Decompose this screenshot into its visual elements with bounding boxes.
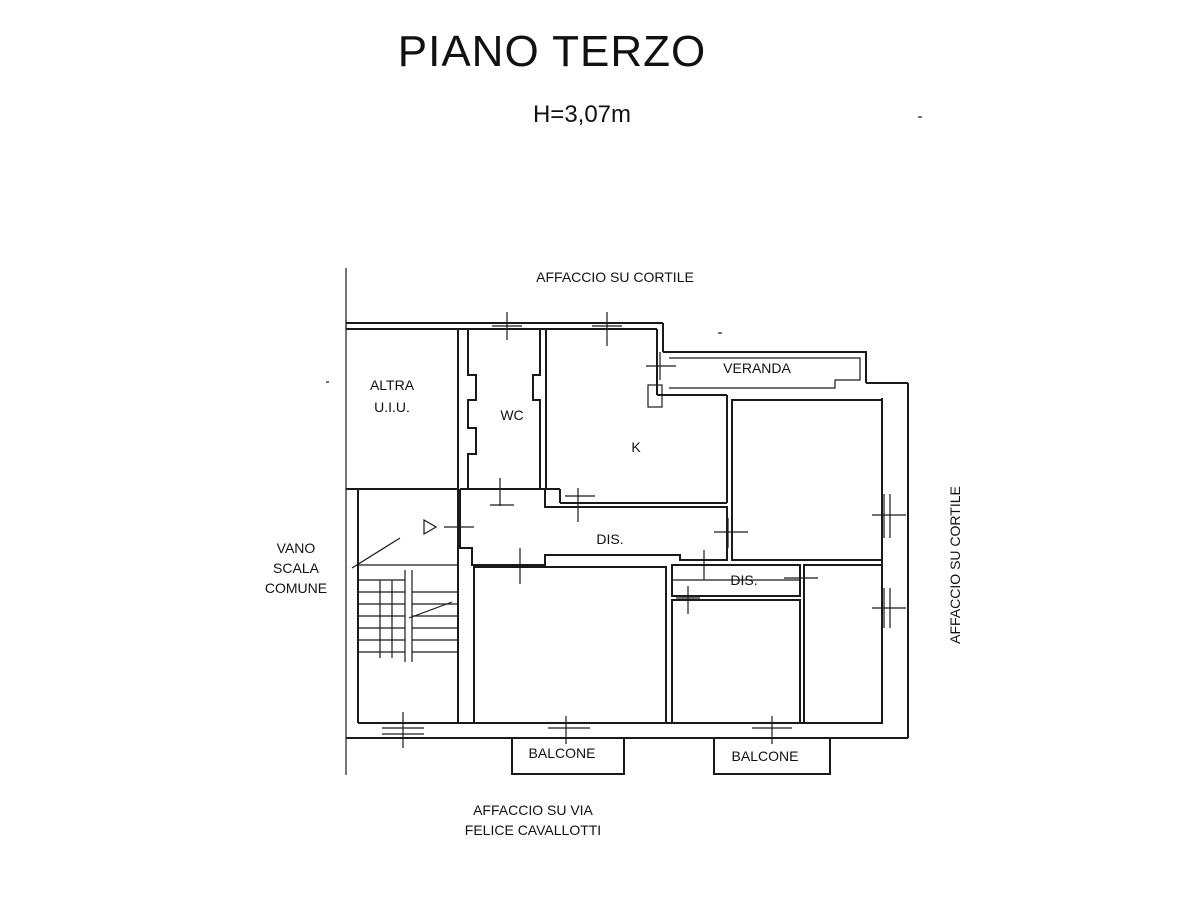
window-markers (382, 312, 906, 748)
scan-specks (326, 116, 922, 383)
balcone-right-label: BALCONE (732, 748, 799, 764)
altra-label-line1: ALTRA (370, 377, 415, 393)
window-marker (592, 312, 622, 346)
room-small-dis: DIS. (671, 564, 801, 597)
window-marker (690, 550, 720, 580)
room-bottom-middle (671, 599, 801, 724)
facing-bottom-label-line1: AFFACCIO SU VIA (473, 802, 593, 818)
window-marker (676, 586, 700, 614)
room-altra-uiu: ALTRA U.I.U. (346, 329, 459, 490)
window-marker (714, 518, 748, 548)
kitchen-label: K (631, 439, 641, 455)
small-dis-label: DIS. (730, 572, 757, 588)
stair-hall (351, 489, 459, 723)
stair-leader-line (351, 537, 401, 569)
wc-label: WC (500, 407, 523, 423)
room-top-right (731, 399, 883, 561)
window-marker (872, 494, 906, 538)
plan-title: PIANO TERZO (398, 27, 706, 76)
room-corridor-dis: DIS. (459, 489, 728, 566)
window-marker (490, 478, 514, 506)
veranda-label: VERANDA (723, 360, 791, 376)
window-marker (646, 352, 676, 380)
window-marker (548, 716, 590, 744)
window-marker (382, 712, 424, 748)
room-bottom-left (473, 566, 667, 724)
room-veranda: VERANDA (663, 351, 867, 389)
corridor-dis-label: DIS. (596, 531, 623, 547)
room-kitchen: K (545, 329, 728, 504)
window-marker (872, 588, 906, 628)
window-marker (512, 548, 532, 584)
height-label: H=3,07m (533, 101, 631, 128)
balcone-left-label: BALCONE (529, 745, 596, 761)
window-marker (492, 312, 522, 340)
balcone-left: BALCONE (511, 737, 625, 775)
window-marker (565, 488, 595, 522)
stair-label-line2: SCALA (273, 560, 320, 576)
window-marker (784, 570, 818, 586)
facing-bottom-label-line2: FELICE CAVALLOTTI (465, 822, 601, 838)
facing-top-label: AFFACCIO SU CORTILE (536, 269, 694, 285)
stair-treads (358, 570, 458, 662)
room-bottom-right (803, 564, 883, 724)
room-wc: WC (460, 329, 545, 490)
entrance-arrow-icon (423, 518, 438, 536)
altra-label-line2: U.I.U. (374, 399, 410, 415)
stair-label-line1: VANO (277, 540, 316, 556)
window-marker (752, 716, 792, 744)
facing-right-label: AFFACCIO SU CORTILE (947, 486, 963, 644)
stair-label-line3: COMUNE (265, 580, 327, 596)
